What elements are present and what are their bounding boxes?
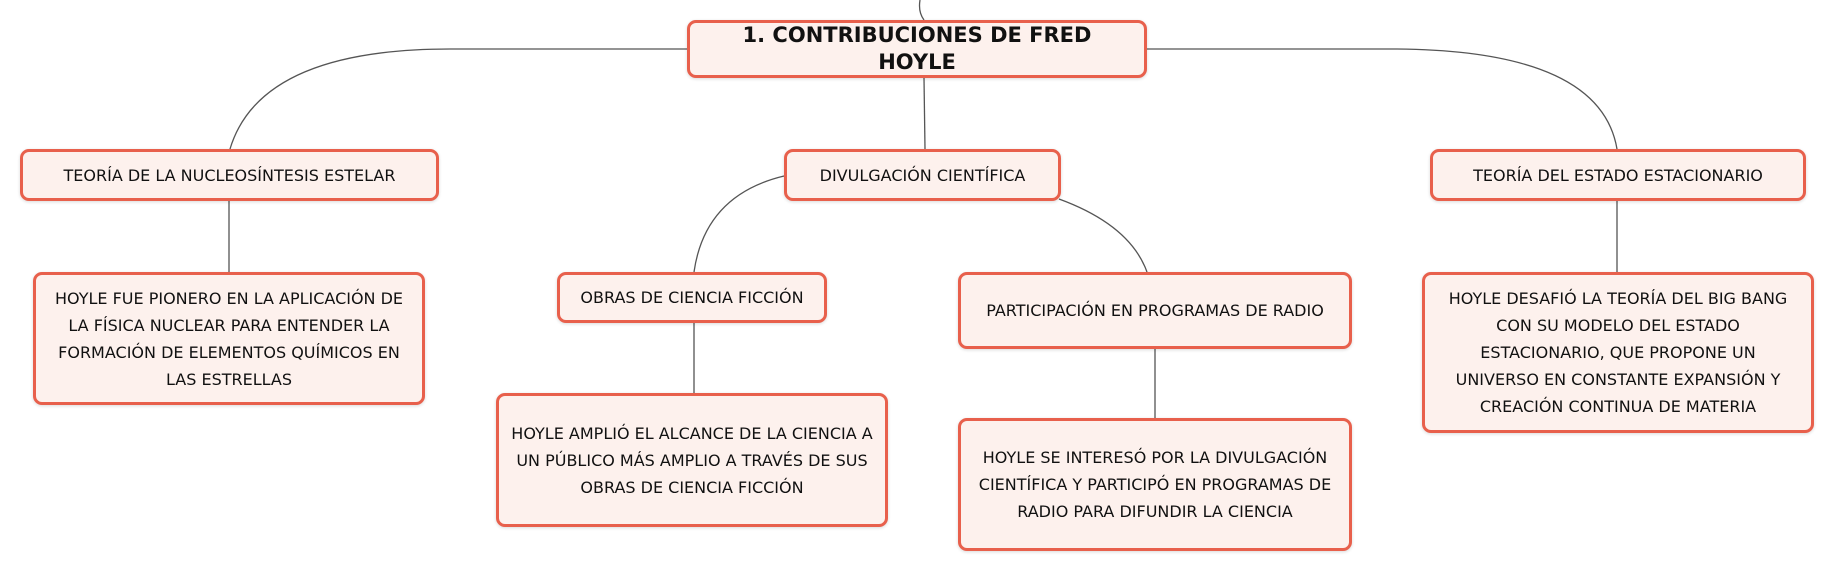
connector-root-divulgacion <box>923 77 926 150</box>
root-node[interactable]: 1. CONTRIBUCIONES DE FRED HOYLE <box>687 20 1147 78</box>
node-radio-detail[interactable]: HOYLE SE INTERESÓ POR LA DIVULGACIÓN CIE… <box>958 418 1352 551</box>
node-estado-detail[interactable]: HOYLE DESAFIÓ LA TEORÍA DEL BIG BANG CON… <box>1422 272 1814 433</box>
connector-divulgacion-obras <box>693 175 785 273</box>
node-divulgacion[interactable]: DIVULGACIÓN CIENTÍFICA <box>784 149 1061 201</box>
node-obras-ciencia-ficcion[interactable]: OBRAS DE CIENCIA FICCIÓN <box>557 272 827 323</box>
node-nucleosintesis[interactable]: TEORÍA DE LA NUCLEOSÍNTESIS ESTELAR <box>20 149 439 201</box>
connector-divulgacion-radio <box>1058 198 1148 273</box>
node-estado-estacionario[interactable]: TEORÍA DEL ESTADO ESTACIONARIO <box>1430 149 1806 201</box>
node-obras-detail[interactable]: HOYLE AMPLIÓ EL ALCANCE DE LA CIENCIA A … <box>496 393 888 527</box>
connector-root-nucleosintesis <box>229 48 687 150</box>
node-programas-radio[interactable]: PARTICIPACIÓN EN PROGRAMAS DE RADIO <box>958 272 1352 349</box>
connector-parent-root <box>918 0 925 21</box>
connector-root-estado <box>1147 48 1618 150</box>
node-nucleosintesis-detail[interactable]: HOYLE FUE PIONERO EN LA APLICACIÓN DE LA… <box>33 272 425 405</box>
